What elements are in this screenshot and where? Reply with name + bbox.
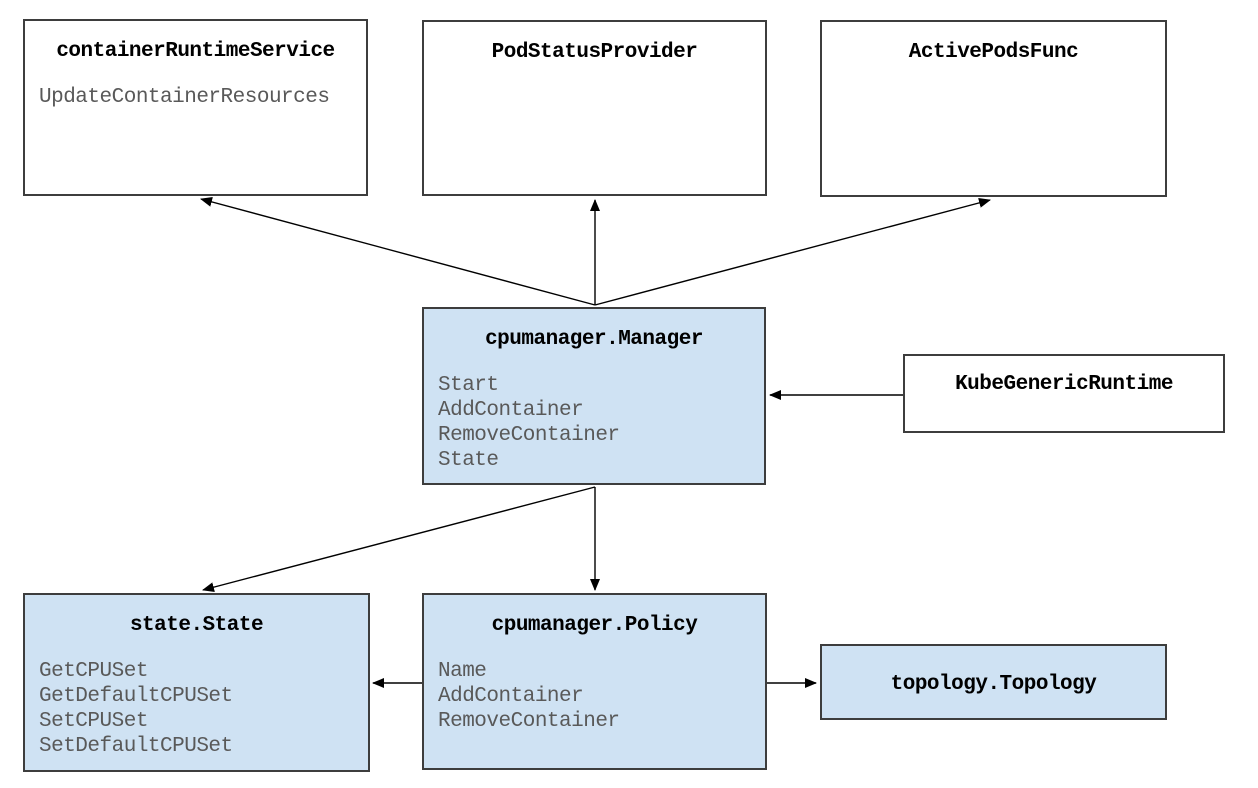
method-label: State [438, 449, 499, 472]
node-cpumanager-manager: cpumanager.Manager Start AddContainer Re… [422, 307, 766, 485]
method-label: Name [438, 660, 487, 683]
method-label: RemoveContainer [438, 424, 620, 447]
node-title: topology.Topology [890, 673, 1097, 696]
node-title: cpumanager.Manager [485, 328, 703, 351]
node-active-pods-func: ActivePodsFunc [820, 20, 1167, 197]
node-methods: Start AddContainer RemoveContainer State [424, 373, 764, 473]
method-label: SetDefaultCPUSet [39, 735, 233, 758]
node-pod-status-provider: PodStatusProvider [422, 20, 767, 196]
method-label: GetCPUSet [39, 660, 148, 683]
method-label: SetCPUSet [39, 710, 148, 733]
method-label: GetDefaultCPUSet [39, 685, 233, 708]
node-title: state.State [129, 614, 264, 637]
node-title: PodStatusProvider [491, 41, 698, 64]
arrow-manager-to-activepodsfunc [594, 197, 991, 306]
arrow-manager-to-containerruntimeservice [200, 197, 596, 306]
node-title: containerRuntimeService [56, 40, 335, 63]
node-methods: GetCPUSet GetDefaultCPUSet SetCPUSet Set… [25, 659, 368, 759]
method-label: Start [438, 374, 499, 397]
node-title: ActivePodsFunc [908, 41, 1079, 64]
method-label: UpdateContainerResources [39, 86, 330, 109]
node-methods: Name AddContainer RemoveContainer [424, 659, 765, 734]
node-state-state: state.State GetCPUSet GetDefaultCPUSet S… [23, 593, 370, 772]
arrow-manager-to-statestate [202, 486, 596, 593]
node-topology-topology: topology.Topology [820, 644, 1167, 720]
method-label: AddContainer [438, 399, 584, 422]
method-label: AddContainer [438, 685, 584, 708]
node-title: cpumanager.Policy [491, 614, 698, 637]
node-container-runtime-service: containerRuntimeService UpdateContainerR… [23, 19, 368, 196]
method-label: RemoveContainer [438, 710, 620, 733]
node-kube-generic-runtime: KubeGenericRuntime [903, 354, 1225, 433]
node-title: KubeGenericRuntime [955, 373, 1173, 396]
node-cpumanager-policy: cpumanager.Policy Name AddContainer Remo… [422, 593, 767, 770]
node-methods: UpdateContainerResources [25, 85, 366, 110]
